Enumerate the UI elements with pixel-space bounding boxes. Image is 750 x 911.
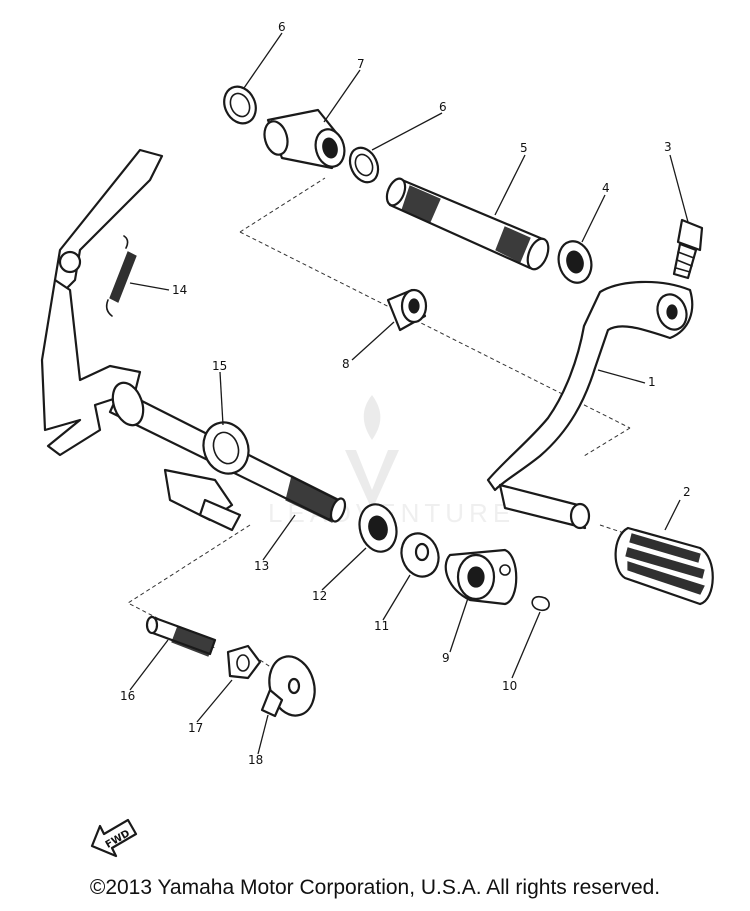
label-part-5: 5 bbox=[520, 141, 528, 155]
label-part-4: 4 bbox=[602, 181, 610, 195]
part-16-stopper-pin bbox=[145, 615, 217, 657]
label-part-11: 11 bbox=[374, 619, 389, 633]
label-part-10: 10 bbox=[502, 679, 517, 693]
copyright-text: ©2013 Yamaha Motor Corporation, U.S.A. A… bbox=[89, 876, 661, 899]
part-9-collar-plate bbox=[444, 548, 518, 606]
label-part-8: 8 bbox=[342, 357, 350, 371]
part-5-shaft bbox=[385, 177, 550, 271]
part-11-washer bbox=[400, 532, 440, 578]
part-7-bushing bbox=[263, 108, 346, 170]
part-14-spring bbox=[105, 235, 137, 317]
part-12-oil-seal bbox=[358, 503, 398, 553]
label-part-6-middle: 6 bbox=[439, 100, 447, 114]
label-part-12: 12 bbox=[312, 589, 327, 603]
label-part-9: 9 bbox=[442, 651, 450, 665]
part-2-pedal-rubber bbox=[614, 526, 714, 606]
part-10-clip bbox=[531, 595, 550, 612]
part-15-spring-clip bbox=[202, 421, 250, 475]
label-part-6-upper: 6 bbox=[278, 20, 286, 34]
label-part-2: 2 bbox=[683, 485, 691, 499]
label-part-13: 13 bbox=[254, 559, 269, 573]
label-part-1: 1 bbox=[648, 375, 656, 389]
part-18-stopper-plate bbox=[260, 655, 316, 718]
shift-shaft-assembly bbox=[40, 148, 347, 532]
label-part-3: 3 bbox=[664, 140, 672, 154]
label-part-14: 14 bbox=[172, 283, 187, 297]
part-8-collar bbox=[386, 288, 428, 332]
part-6-circlip-middle bbox=[348, 146, 380, 184]
part-1-shift-pedal bbox=[486, 280, 694, 530]
label-part-18: 18 bbox=[248, 753, 263, 767]
fwd-arrow: FWD bbox=[90, 818, 138, 858]
leader-lines bbox=[129, 32, 689, 755]
label-part-7: 7 bbox=[357, 57, 365, 71]
part-17-nut bbox=[226, 644, 262, 680]
label-part-16: 16 bbox=[120, 689, 135, 703]
part-3-bolt bbox=[672, 218, 704, 280]
part-number-labels: 1 2 3 4 5 6 6 7 8 9 10 11 12 13 14 15 16… bbox=[120, 20, 691, 767]
label-part-15: 15 bbox=[212, 359, 227, 373]
label-part-17: 17 bbox=[188, 721, 203, 735]
exploded-parts-diagram: LEADVENTURE bbox=[40, 20, 714, 858]
part-4-oil-seal bbox=[557, 240, 593, 284]
part-6-circlip-upper bbox=[223, 85, 257, 125]
